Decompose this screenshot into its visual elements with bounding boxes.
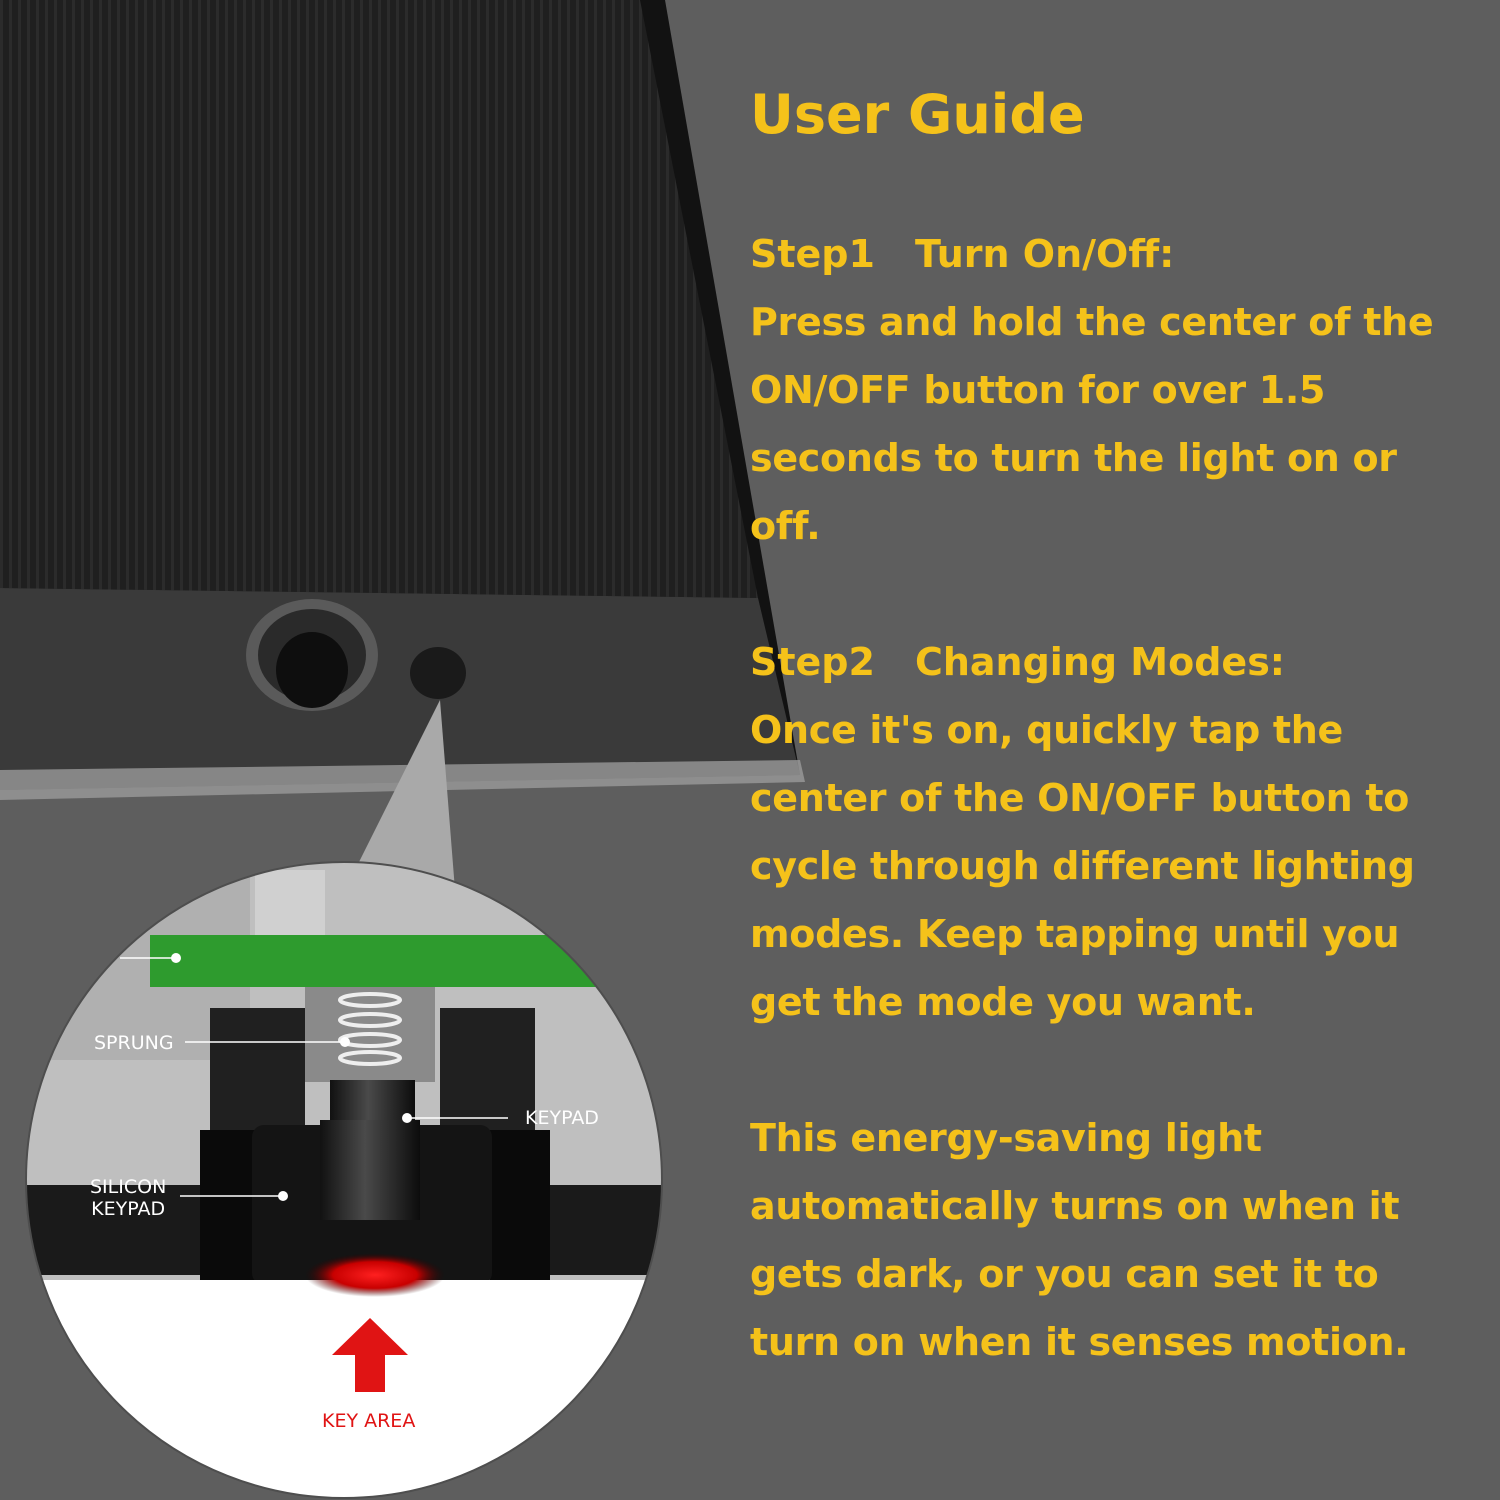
key-area-glow	[305, 1253, 445, 1297]
up-arrow-icon	[332, 1318, 408, 1392]
label-silicon-line2: KEYPAD	[91, 1198, 166, 1220]
energy-note: This energy-saving light automatically t…	[750, 1116, 1409, 1364]
pcb-board	[150, 935, 620, 987]
step1-text: Press and hold the center of the ON/OFF …	[750, 300, 1434, 548]
label-silicon-keypad: SILICON KEYPAD	[90, 1176, 166, 1220]
callout-pointer	[355, 700, 455, 890]
step1-heading: Turn On/Off:	[914, 232, 1175, 276]
step2-header: Step2 Changing Modes:	[750, 628, 1470, 696]
step1-header: Step1 Turn On/Off:	[750, 220, 1470, 288]
guide-title: User Guide	[750, 83, 1085, 146]
step2-text: Once it's on, quickly tap the center of …	[750, 708, 1415, 1024]
step1-label: Step1	[750, 232, 875, 276]
solar-panel	[0, 0, 805, 800]
label-sprung: SPRUNG	[94, 1032, 174, 1054]
label-key-area: KEY AREA	[322, 1410, 416, 1432]
sensor-icon	[410, 647, 466, 699]
spring-icon	[338, 992, 402, 1066]
user-guide: User Guide Step1 Turn On/Off: Press and h…	[750, 80, 1470, 1444]
power-button-graphic	[246, 599, 378, 711]
label-silicon-line1: SILICON	[90, 1176, 167, 1198]
label-keypad: KEYPAD	[525, 1107, 599, 1129]
leader-lines	[120, 957, 508, 1197]
step2-heading: Changing Modes:	[914, 640, 1286, 684]
step2-label: Step2	[750, 640, 875, 684]
